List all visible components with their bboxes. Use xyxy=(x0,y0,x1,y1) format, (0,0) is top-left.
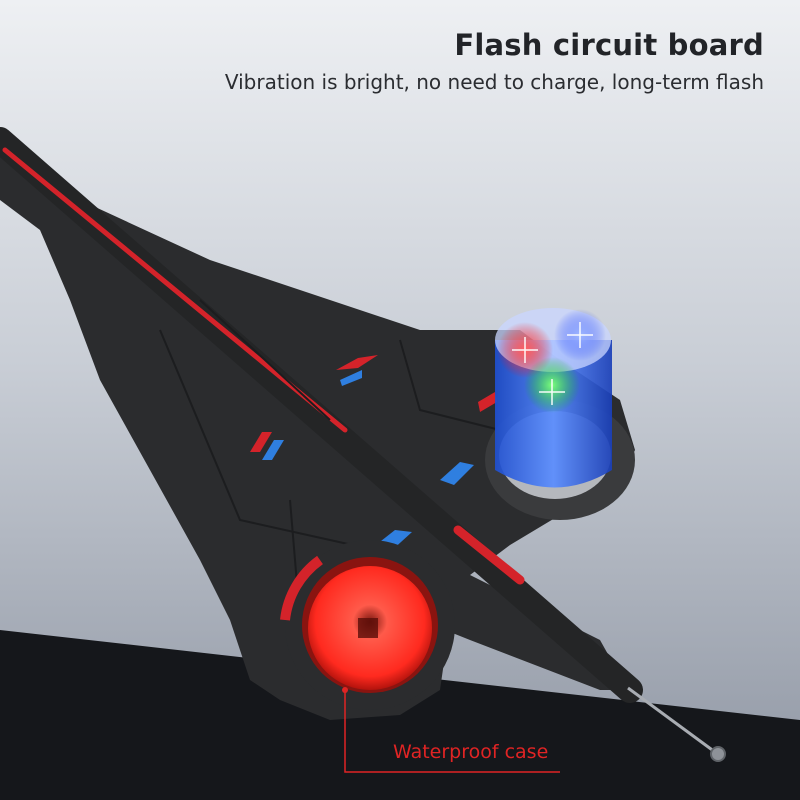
page-subtitle: Vibration is bright, no need to charge, … xyxy=(224,70,764,94)
tail-stripe xyxy=(453,525,525,585)
callout-leader xyxy=(344,690,560,773)
callout-label: Waterproof case xyxy=(393,741,549,763)
antenna-wire xyxy=(627,686,726,762)
rgb-flash-led xyxy=(485,308,635,520)
page-title: Flash circuit board xyxy=(454,28,764,62)
fuselage-stripe xyxy=(2,147,348,433)
red-waterproof-led xyxy=(280,540,455,710)
